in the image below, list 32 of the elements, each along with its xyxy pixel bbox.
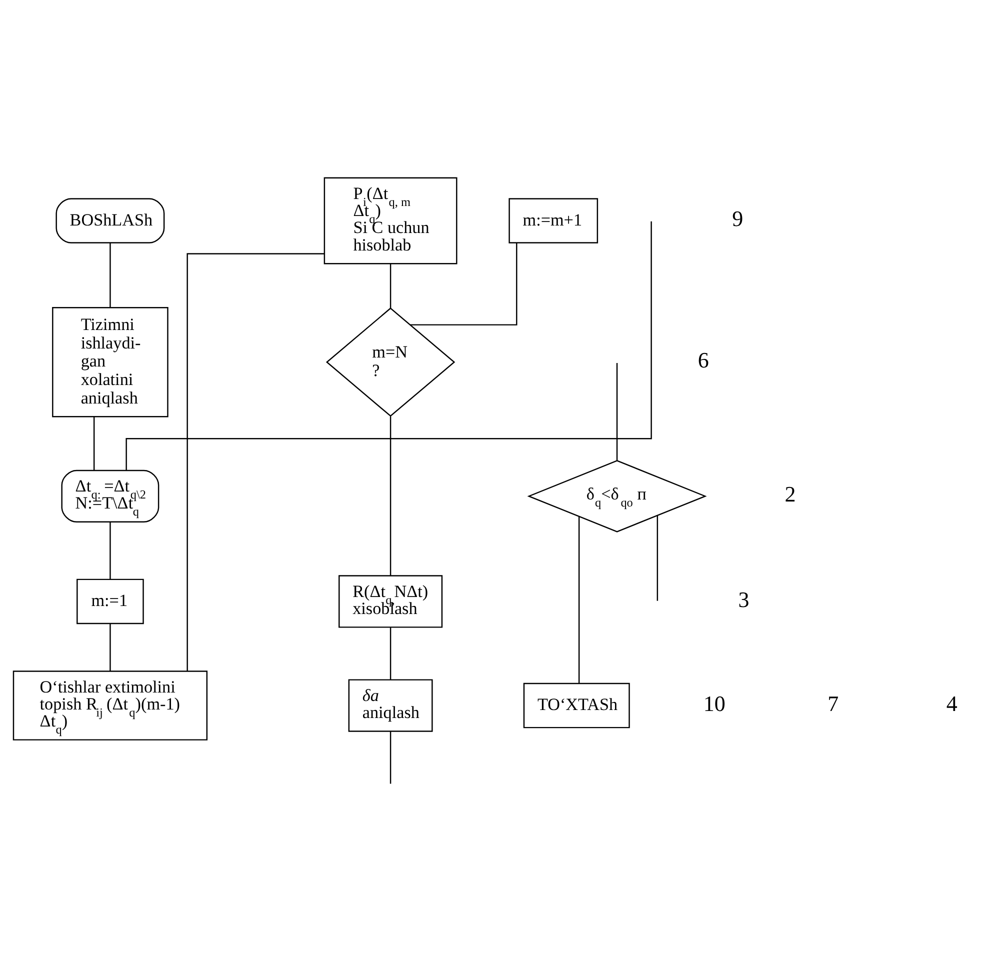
connector [110, 623, 111, 671]
node-box: Tizimni ishlaydi- gan xolatini aniqlash [52, 306, 168, 417]
node-box: O‘tishlar extimolini topish R$_{ij}$ (Δt$_{q}$)(m-1) Δt$_{q}$) [12, 670, 208, 740]
label: 3 [738, 586, 750, 612]
connector [390, 626, 392, 680]
label: 6 [698, 347, 709, 372]
connector [390, 730, 392, 784]
connector [410, 242, 518, 325]
label: 7 [828, 690, 839, 716]
node-box: R(Δt$_{q,}$NΔt) xisoblash [338, 574, 443, 628]
node-box: TO‘XTASh [523, 682, 630, 728]
connector [126, 220, 652, 470]
node-diamond: m=N ? [326, 306, 456, 416]
connector [110, 522, 111, 579]
connector [186, 252, 324, 671]
connector [390, 263, 392, 308]
label: 9 [732, 206, 744, 231]
label: 4 [946, 690, 958, 716]
node-box: Δt$_{q:}$ =Δt$_{q\2}$ N:=T\Δt$_{q}$ [61, 469, 160, 522]
node-diamond: δ$_{q}$<δ$_{qo}$ п [527, 460, 707, 532]
connector [110, 242, 111, 307]
connector [390, 416, 392, 576]
connector [578, 516, 580, 683]
node-box: BOShLASh [56, 198, 165, 243]
connector [616, 362, 618, 460]
node-box: δa aniqlash [348, 678, 433, 732]
node-box: m:=m+1 [508, 198, 598, 243]
node-box: m:=1 [76, 578, 144, 624]
connector [656, 515, 658, 600]
connector [93, 416, 95, 470]
label: 10 [703, 690, 726, 716]
label: 2 [784, 481, 796, 506]
